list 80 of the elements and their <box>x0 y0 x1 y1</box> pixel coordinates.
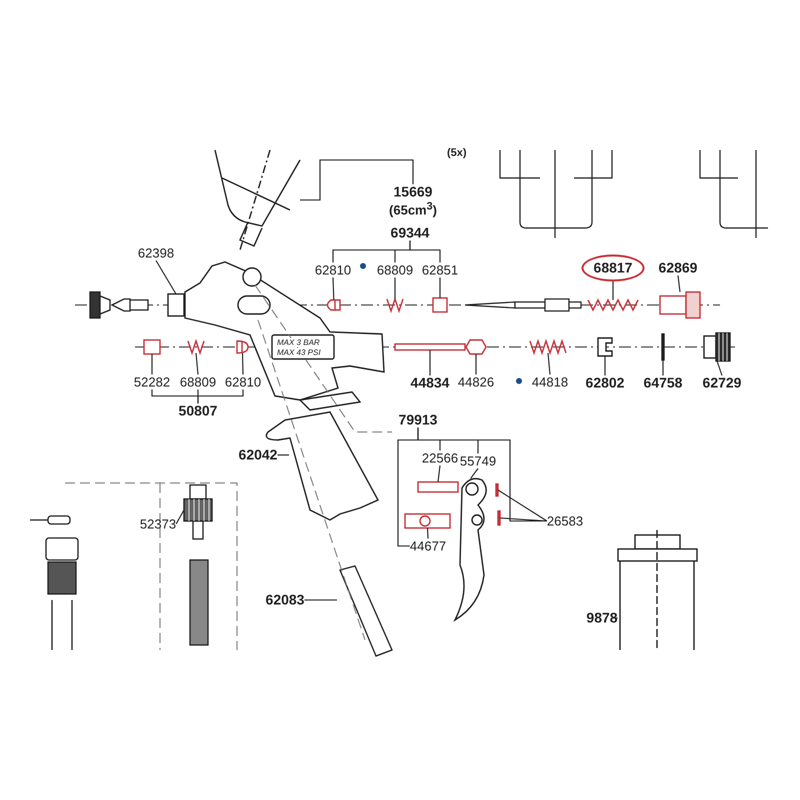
bracket-line <box>437 465 441 482</box>
retaining-clip-drawing <box>495 483 499 497</box>
bracket-line <box>332 277 334 300</box>
valve-seal-drawing <box>236 340 249 354</box>
part-number: 50807 <box>178 404 218 418</box>
fitting-drawing <box>597 337 613 357</box>
spring-drawing <box>587 298 639 312</box>
part-number: 79913 <box>398 412 438 428</box>
part-number: 9878 <box>586 610 618 626</box>
part-number: 68809 <box>180 374 216 390</box>
bracket-line <box>612 282 614 300</box>
bracket-line <box>547 352 551 375</box>
part-number: 52282 <box>134 374 170 390</box>
leader-line <box>304 599 337 601</box>
bracket-line <box>397 428 419 547</box>
trigger-drawing <box>454 478 487 621</box>
bracket-line <box>439 278 441 298</box>
part-number: 44826 <box>458 374 494 390</box>
bracket-line <box>195 352 199 375</box>
spring-drawing <box>529 338 567 356</box>
bracket-line <box>716 360 723 376</box>
bracket-line <box>475 354 477 374</box>
pin-drawing <box>417 481 459 493</box>
bracket-line <box>242 352 244 375</box>
leader-line <box>278 454 289 456</box>
part-number: 68817 <box>582 254 644 282</box>
part-number: 44818 <box>532 374 568 390</box>
bracket-line <box>151 354 153 374</box>
bracket-line <box>197 390 244 404</box>
part-number: 68809 <box>376 262 414 278</box>
part-number: 62729 <box>702 376 742 390</box>
bracket-line <box>429 350 431 376</box>
adjusting-knob-drawing <box>659 291 701 319</box>
bracket-line <box>500 517 547 522</box>
sleeve-drawing <box>432 297 448 313</box>
quantity-note: (5x) <box>447 147 467 159</box>
part-number: 69344 <box>390 226 430 240</box>
bracket-line <box>300 159 414 201</box>
spring-drawing <box>187 338 205 356</box>
knurled-nut-drawing <box>183 498 213 522</box>
spring-drawing <box>386 296 404 314</box>
bracket-line <box>470 468 478 479</box>
bracket-line <box>604 356 606 376</box>
part-number: 62042 <box>238 448 278 462</box>
part-number: 62083 <box>266 592 304 608</box>
part-number: 62802 <box>586 376 624 390</box>
part-number: 44677 <box>410 538 446 554</box>
bracket-line <box>409 240 441 262</box>
fitting-drawing <box>167 293 185 317</box>
pressure-rating-text: MAX 3 BAR <box>277 338 320 347</box>
cone-seal-drawing <box>465 339 487 355</box>
volume-note: (65cm$^{3}$) <box>389 199 437 218</box>
seal-ring-drawing <box>661 333 665 361</box>
bracket-line <box>176 510 184 524</box>
part-number: 52373 <box>140 516 176 532</box>
bracket-line <box>498 490 548 522</box>
part-number: 64758 <box>644 376 682 390</box>
pin-drawing <box>404 513 451 529</box>
part-number: 22566 <box>422 450 458 466</box>
pressure-rating-text: MAX 43 PSI <box>277 348 321 357</box>
bracket-line <box>677 275 681 292</box>
part-number: 26583 <box>546 514 584 528</box>
part-number: 62851 <box>422 262 458 278</box>
part-number: 62810 <box>314 262 352 278</box>
valve-seal-drawing <box>326 299 341 311</box>
part-number: 55749 <box>460 454 496 468</box>
part-number: 62398 <box>138 246 174 260</box>
part-number: 62810 <box>224 374 262 390</box>
bracket-line <box>156 260 176 294</box>
needle-rod-drawing <box>394 343 466 351</box>
screw-drawing <box>143 339 161 355</box>
spray-cup-drawing <box>214 149 301 250</box>
part-number: 44834 <box>410 376 450 390</box>
part-number: 62869 <box>658 260 698 276</box>
part-number: 15669 <box>392 184 434 200</box>
bracket-line <box>394 278 396 299</box>
bracket-line <box>426 528 429 539</box>
bracket-line <box>662 360 664 376</box>
retaining-clip-drawing <box>497 510 501 526</box>
knurled-nut-drawing <box>703 332 731 362</box>
